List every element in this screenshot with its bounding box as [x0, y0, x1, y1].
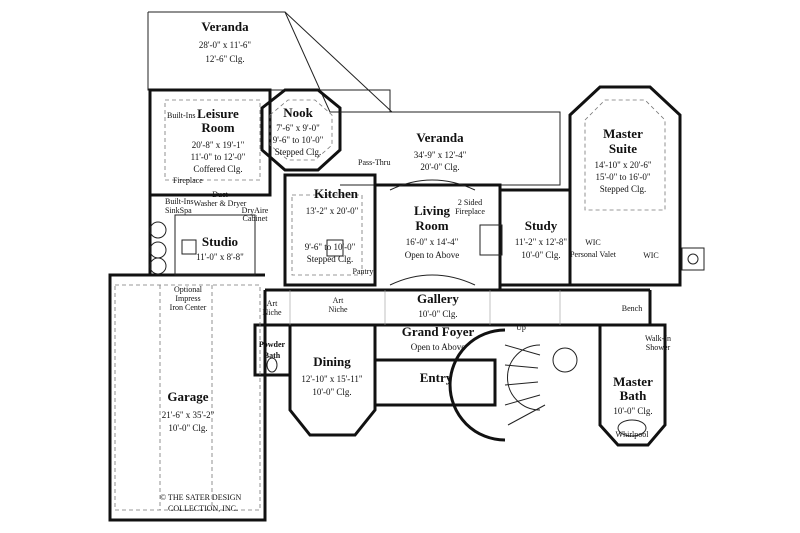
veranda-mid-dims: 34'-9" x 12'-4" — [414, 150, 467, 160]
veranda-top-clg: 12'-6" Clg. — [205, 54, 244, 64]
pantry-label: Pantry — [353, 267, 374, 276]
two-sided-label-1: 2 Sided — [458, 198, 482, 207]
art-niche-right-2: Niche — [328, 305, 348, 314]
dryaire-label: DryAire — [242, 206, 269, 215]
walls — [108, 11, 682, 522]
leisure-clg-2: Coffered Clg. — [193, 164, 242, 174]
kitchen-clg-1: 9'-6" to 10'-0" — [305, 242, 356, 252]
veranda-top-name: Veranda — [201, 19, 249, 34]
nook-clg-2: Stepped Clg. — [275, 147, 322, 157]
leisure-dims: 20'-8" x 19'-1" — [192, 140, 245, 150]
kitchen-dims: 13'-2" x 20'-0" — [306, 206, 359, 216]
master-bath-clg: 10'-0" Clg. — [613, 406, 652, 416]
nook-dims: 7'-6" x 9'-0" — [276, 123, 320, 133]
entry-name: Entry — [420, 370, 453, 385]
leisure-name-2: Room — [201, 120, 234, 135]
kitchen-walls — [283, 173, 377, 287]
washer-dryer-label: Washer & Dryer — [194, 199, 247, 208]
master-bath-walls — [598, 323, 667, 447]
nook-name: Nook — [283, 105, 313, 120]
study-clg: 10'-0" Clg. — [521, 250, 560, 260]
dining-name: Dining — [313, 354, 351, 369]
dining-dims: 12'-10" x 15'-11" — [301, 374, 363, 384]
dining-walls — [288, 323, 377, 437]
personal-valet-label: Personal Valet — [570, 250, 617, 259]
study-name: Study — [525, 218, 558, 233]
built-ins-top: Built-Ins — [167, 111, 195, 120]
small-labels: Built-Ins Fireplace Built-Ins SinkSpa Du… — [165, 111, 671, 439]
art-niche-left-1: Art — [267, 299, 278, 308]
bench-label: Bench — [622, 304, 642, 313]
gallery-grid — [289, 290, 561, 325]
room-labels: Veranda 28'-0" x 11'-6" 12'-6" Clg. Leis… — [162, 19, 653, 433]
garage-clg: 10'-0" Clg. — [168, 423, 207, 433]
nook-walls — [260, 88, 342, 172]
master-bath-name-2: Bath — [620, 388, 648, 403]
master-bath-name-1: Master — [613, 374, 653, 389]
walk-in-label-1: Walk-In — [645, 334, 671, 343]
living-name-2: Room — [415, 218, 448, 233]
powder-walls — [253, 323, 292, 377]
studio-name: Studio — [202, 234, 238, 249]
powder-bath-name-1: Powder — [259, 340, 286, 349]
leisure-clg-1: 11'-0" to 12'-0" — [191, 152, 246, 162]
living-arches — [389, 179, 503, 286]
living-name-1: Living — [414, 203, 451, 218]
copyright-line-2: COLLECTION, INC. — [168, 504, 238, 513]
master-suite-clg-1: 15'-0" to 16'-0" — [595, 172, 650, 182]
veranda-mid-name: Veranda — [416, 130, 464, 145]
two-sided-label-2: Fireplace — [455, 207, 485, 216]
grand-foyer-clg: Open to Above — [411, 342, 466, 352]
optional-label: Optional — [174, 285, 203, 294]
study-walls — [498, 188, 572, 287]
living-clg: Open to Above — [405, 250, 460, 260]
art-niche-right-1: Art — [333, 296, 344, 305]
grand-foyer-name: Grand Foyer — [402, 324, 475, 339]
veranda-top-dims: 28'-0" x 11'-6" — [199, 40, 252, 50]
wic-left-label: WIC — [585, 238, 601, 247]
kitchen-name: Kitchen — [314, 186, 359, 201]
impress-label: Impress — [175, 294, 200, 303]
kitchen-clg-2: Stepped Clg. — [307, 254, 354, 264]
gallery-name: Gallery — [417, 291, 459, 306]
nook-clg-1: 9'-6" to 10'-0" — [273, 135, 324, 145]
study-dims: 11'-2" x 12'-8" — [515, 237, 568, 247]
pass-thru-label: Pass-Thru — [358, 158, 390, 167]
built-ins-bottom: Built-Ins — [165, 197, 193, 206]
veranda-mid-clg: 20'-0" Clg. — [420, 162, 459, 172]
gallery-clg: 10'-0" Clg. — [418, 309, 457, 319]
living-dims: 16'-0" x 14'-4" — [406, 237, 459, 247]
leisure-name-1: Leisure — [197, 106, 239, 121]
master-suite-dims: 14'-10" x 20'-6" — [594, 160, 651, 170]
stair-up-label: Up — [516, 323, 526, 332]
master-suite-clg-2: Stepped Clg. — [600, 184, 647, 194]
wic-right-label: WIC — [643, 251, 659, 260]
dining-clg: 10'-0" Clg. — [312, 387, 351, 397]
copyright-line-1: © THE SATER DESIGN — [160, 493, 241, 502]
iron-center-label: Iron Center — [170, 303, 207, 312]
whirlpool-label: Whirlpool — [616, 430, 650, 439]
grand-staircase — [448, 328, 578, 442]
fireplace-label: Fireplace — [173, 176, 203, 185]
entry-walls — [373, 358, 497, 407]
studio-dims: 11'-0" x 8'-8" — [196, 252, 244, 262]
duct-label: Duct — [212, 190, 228, 199]
master-suite-name-2: Suite — [609, 141, 637, 156]
walk-in-label-2: Shower — [646, 343, 671, 352]
sink-spa-label: SinkSpa — [165, 206, 192, 215]
garage-dims: 21'-6" x 35'-2" — [162, 410, 215, 420]
cabinet-label: Cabinet — [243, 214, 269, 223]
art-niche-left-2: Niche — [262, 308, 282, 317]
master-suite-name-1: Master — [603, 126, 643, 141]
powder-bath-name-2: Bath — [264, 351, 281, 360]
fixtures — [149, 221, 705, 437]
ceiling-outlines — [114, 99, 666, 511]
garage-name: Garage — [167, 389, 208, 404]
